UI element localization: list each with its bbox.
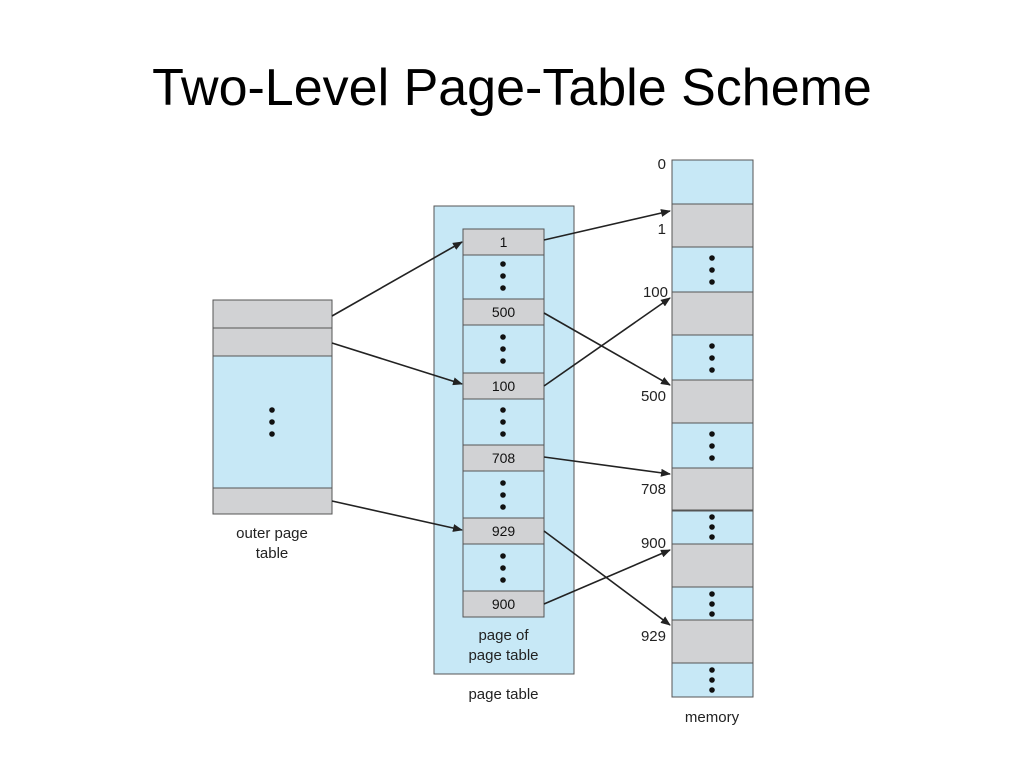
page-table-entry-100-label: 100	[492, 378, 516, 394]
outer-entry-2	[212, 327, 333, 357]
pointer-arrows	[331, 209, 671, 626]
ellipsis-dots	[269, 407, 275, 437]
outer-page-table-label-line2: table	[256, 545, 289, 562]
memory-frame-500	[671, 379, 754, 424]
page-table-entry-708	[462, 444, 545, 472]
page-table-entry-1	[462, 228, 545, 256]
page-table-entry-929-label: 929	[492, 523, 516, 539]
page-of-page-table-label-line1: page of	[478, 627, 529, 644]
memory-frame-708	[671, 467, 754, 512]
memory-frame-929	[671, 619, 754, 664]
page-table-label: page table	[468, 686, 538, 703]
arrow-pt100-to-mem100	[543, 297, 671, 387]
outer-page-table	[212, 299, 333, 515]
page-of-page-table-label-line2: page table	[468, 647, 538, 664]
page-table-entry-100	[462, 372, 545, 400]
page-table-entry-1-label: 1	[500, 234, 508, 250]
memory-frame-label-500: 500	[641, 388, 666, 405]
memory-frame-label-900: 900	[641, 535, 666, 552]
arrow-pt929-to-mem929	[543, 530, 671, 626]
arrow-outer2-to-pt100	[331, 342, 463, 386]
outer-entry-last	[212, 487, 333, 515]
page-table-entry-900-label: 900	[492, 596, 516, 612]
memory-frame-900	[671, 543, 754, 588]
ellipsis-dots	[500, 261, 506, 583]
memory-frame-1	[671, 203, 754, 248]
page-table-entry-708-label: 708	[492, 450, 516, 466]
arrow-pt500-to-mem500	[543, 312, 671, 386]
arrow-outerlast-to-pt929	[331, 500, 463, 532]
outer-entry-1	[212, 299, 333, 329]
memory-label: memory	[685, 709, 740, 726]
page-table-entry-500-label: 500	[492, 304, 516, 320]
arrow-pt1-to-mem1	[543, 209, 671, 241]
memory-frame-label-100: 100	[643, 284, 668, 301]
memory-frame-label-0: 0	[658, 156, 666, 173]
page-table-entry-500	[462, 298, 545, 326]
outer-page-table-label-line1: outer page	[236, 525, 308, 542]
ellipsis-dots	[709, 255, 715, 693]
memory-frame-label-708: 708	[641, 481, 666, 498]
page-table: 1 500 100 708 929 900	[433, 205, 575, 675]
memory-column	[671, 159, 754, 698]
arrow-outer1-to-pt1	[331, 241, 463, 317]
slide-title: Two-Level Page-Table Scheme	[152, 59, 872, 117]
page-table-entry-929	[462, 517, 545, 545]
memory-frame-label-1: 1	[658, 221, 666, 238]
memory-frame-label-929: 929	[641, 628, 666, 645]
arrow-pt900-to-mem900	[543, 549, 671, 605]
arrow-pt708-to-mem708	[543, 456, 671, 477]
memory-frame-100	[671, 291, 754, 336]
page-table-entry-900	[462, 590, 545, 618]
